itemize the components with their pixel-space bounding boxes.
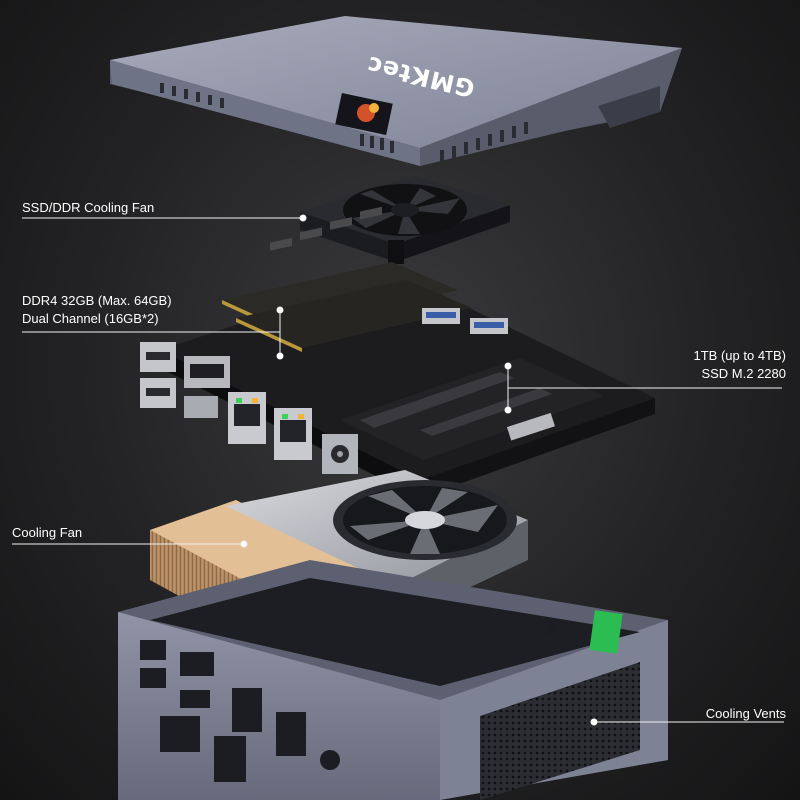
cpu-sticker	[335, 92, 393, 136]
label-ssd-capacity: 1TB (up to 4TB)	[693, 348, 786, 363]
front-io-cutouts	[140, 640, 340, 782]
label-ddr-channel: Dual Channel (16GB*2)	[22, 311, 159, 326]
top-lid	[110, 16, 682, 166]
callout-lines	[12, 214, 784, 726]
ssd-ddr-cooling-fan	[300, 176, 510, 264]
label-ssd-ddr-cooling-fan: SSD/DDR Cooling Fan	[22, 200, 155, 215]
m2-ssd	[340, 358, 604, 460]
dc-power-jack	[322, 434, 358, 474]
label-cooling-vents: Cooling Vents	[705, 706, 786, 721]
label-ssd-form-factor: SSD M.2 2280	[701, 366, 786, 381]
usb-ports	[140, 308, 508, 418]
ethernet-ports	[228, 392, 312, 460]
label-ddr-capacity: DDR4 32GB (Max. 64GB)	[22, 293, 172, 308]
label-cooling-fan: Cooling Fan	[12, 525, 83, 540]
bottom-chassis	[118, 560, 668, 800]
